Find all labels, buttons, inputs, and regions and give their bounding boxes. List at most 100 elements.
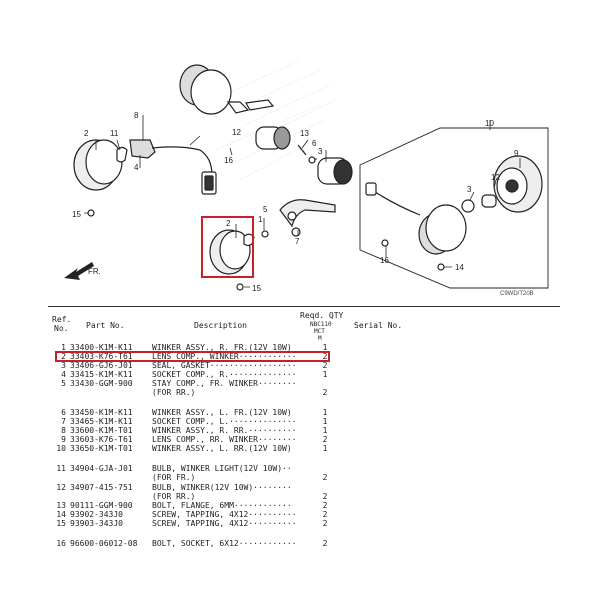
- description-cell: BULB, WINKER LIGHT(12V 10W)··: [152, 464, 292, 473]
- qty-cell: 2: [322, 492, 328, 501]
- part-no-cell: 33465-K1M-K11: [70, 417, 133, 426]
- description-cell: SOCKET COMP., L.··············: [152, 417, 297, 426]
- description-cell: SCREW, TAPPING, 4X12··········: [152, 519, 297, 528]
- header-model-2: MCT: [314, 328, 325, 335]
- ref-no-cell: 6: [61, 408, 66, 417]
- part-no-cell: 93903-343J0: [70, 519, 123, 528]
- part-no-cell: 33415-K1M-K11: [70, 370, 133, 379]
- description-cell: BOLT, FLANGE, 6MM············: [152, 501, 292, 510]
- table-row[interactable]: (FOR RR.)2: [48, 492, 568, 502]
- callout-5: 5: [263, 205, 268, 214]
- header-description: Description: [194, 321, 247, 330]
- qty-cell: 1: [322, 343, 328, 352]
- description-cell: BOLT, SOCKET, 6X12············: [152, 539, 297, 548]
- exploded-parts-diagram: FR. 8 2 11 4 16 12 13 6 3 5 7 2 1 15 15 …: [64, 59, 549, 297]
- direction-label: FR.: [88, 267, 101, 276]
- stay-comp-fr-winker[interactable]: [279, 199, 336, 237]
- description-cell: (FOR FR.): [152, 473, 196, 482]
- qty-cell: 1: [322, 444, 328, 453]
- callout-8: 8: [134, 111, 139, 120]
- figure-code: C9WD/T20B: [500, 291, 534, 297]
- description-cell: WINKER ASSY., R. FR.(12V 10W): [152, 343, 292, 352]
- description-cell: SCREW, TAPPING, 4X12··········: [152, 510, 297, 519]
- callout-2-fr: 2: [84, 129, 89, 138]
- table-row[interactable]: (FOR RR.) 2: [48, 388, 568, 398]
- header-model-1: NBC110: [310, 321, 332, 328]
- ref-no-cell: 11: [56, 464, 66, 473]
- ref-no-cell: 15: [56, 519, 66, 528]
- table-row[interactable]: 15 93903-343J0 SCREW, TAPPING, 4X12·······…: [48, 519, 568, 529]
- description-cell: SEAL, GASKET··················: [152, 361, 297, 370]
- ref-no-cell: 12: [56, 483, 66, 492]
- winker-socket-center[interactable]: [255, 126, 353, 185]
- winker-assy-rr-left[interactable]: [359, 127, 549, 289]
- callout-12-a: 12: [232, 128, 241, 137]
- table-row[interactable]: 1 33400-K1M-K11 WINKER ASSY., R. FR.(12V 1…: [48, 343, 568, 353]
- table-row[interactable]: 7 33465-K1M-K11 SOCKET COMP., L.··········…: [48, 417, 568, 427]
- ref-no-cell: 13: [56, 501, 66, 510]
- table-row[interactable]: 11 34904-GJA-J01 BULB, WINKER LIGHT(12V 10…: [48, 464, 568, 474]
- header-model-3: M: [318, 335, 322, 342]
- table-row[interactable]: (FOR FR.)2: [48, 473, 568, 483]
- table-row[interactable]: 13 90111-GGM-900 BOLT, FLANGE, 6MM········…: [48, 501, 568, 511]
- winker-assy-rr-right[interactable]: [179, 64, 275, 115]
- callout-1: 1: [258, 215, 263, 224]
- callout-16-b: 16: [380, 256, 389, 265]
- callout-11: 11: [110, 129, 119, 138]
- part-no-cell: 96600-06012-08: [70, 539, 138, 548]
- part-no-cell: 33430-GGM-900: [70, 379, 133, 388]
- callout-15-b: 15: [252, 284, 261, 293]
- callout-6: 6: [312, 139, 317, 148]
- ref-no-cell: 8: [61, 426, 66, 435]
- description-cell: SOCKET COMP., R.··············: [152, 370, 297, 379]
- ref-no-cell: 7: [61, 417, 66, 426]
- part-no-cell: 33650-K1M-T01: [70, 444, 133, 453]
- ref-no-cell: 5: [61, 379, 66, 388]
- qty-cell: 1: [322, 417, 328, 426]
- background-hatching: [214, 59, 336, 181]
- description-cell: WINKER ASSY., L. FR.(12V 10W): [152, 408, 292, 417]
- part-no-cell: 34904-GJA-J01: [70, 464, 133, 473]
- header-ref: Ref.: [52, 315, 72, 324]
- ref-no-cell: 10: [56, 444, 66, 453]
- table-row[interactable]: 10 33650-K1M-T01 WINKER ASSY., L. RR.(12V …: [48, 444, 568, 454]
- part-no-cell: 93902-343J0: [70, 510, 123, 519]
- qty-cell: 2: [322, 388, 328, 397]
- ref-no-cell: 2: [61, 352, 66, 361]
- description-cell: WINKER ASSY., R. RR.··········: [152, 426, 297, 435]
- highlight-box-diagram: [201, 216, 254, 278]
- callout-2: 2: [226, 219, 231, 228]
- highlight-box-row: [55, 351, 330, 362]
- part-no-cell: 33403-K76-T61: [70, 352, 133, 361]
- header-serial-no: Serial No.: [354, 321, 403, 330]
- header-part-no: Part No.: [86, 321, 125, 330]
- callout-4: 4: [134, 163, 139, 172]
- callout-numbers: 8 2 11 4 16 12 13 6 3 5 7 2 1 15 15 10 9…: [72, 111, 534, 297]
- lens-comp-winker[interactable]: [209, 229, 269, 291]
- leader-lines: [84, 115, 521, 288]
- description-cell: WINKER ASSY., L. RR.(12V 10W): [152, 444, 292, 453]
- qty-cell: 2: [322, 361, 328, 370]
- qty-cell: 2: [322, 539, 328, 548]
- qty-cell: 1: [322, 370, 328, 379]
- callout-3-b: 3: [467, 185, 472, 194]
- part-no-cell: 90111-GGM-900: [70, 501, 133, 510]
- description-cell: (FOR RR.): [152, 388, 196, 397]
- winker-assy-fr-right[interactable]: [73, 139, 217, 217]
- part-no-cell: 33400-K1M-K11: [70, 343, 133, 352]
- ref-no-cell: 3: [61, 361, 66, 370]
- qty-cell: 2: [322, 352, 328, 361]
- part-no-cell: 34907-415-751: [70, 483, 133, 492]
- callout-7: 7: [295, 237, 300, 246]
- qty-cell: 2: [322, 501, 328, 510]
